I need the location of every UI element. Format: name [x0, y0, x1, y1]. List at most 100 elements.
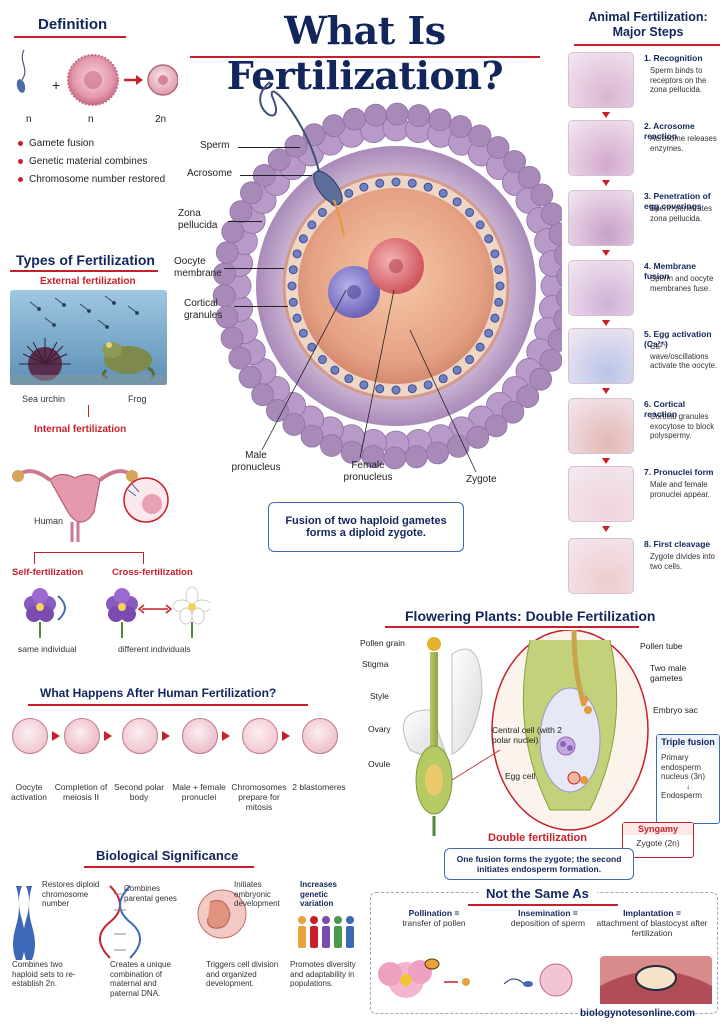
step-description: Male and female pronuclei appear. — [650, 480, 710, 499]
step-thumbnail — [568, 466, 634, 522]
stage-label: Oocyte activation — [11, 782, 47, 803]
ovule-label: Ovule — [368, 759, 391, 769]
stigma-label: Stigma — [362, 659, 389, 669]
egg-diagram — [212, 81, 562, 470]
significance-icons — [13, 885, 354, 960]
step-title: 3. Penetration of egg coverings — [644, 191, 711, 211]
not-same-desc: deposition of sperm — [510, 918, 586, 928]
cortical-granule — [475, 220, 485, 230]
step-thumbnail — [568, 190, 634, 246]
step-description: Zygote divides into two cells. — [650, 552, 716, 571]
sperm-icon — [16, 49, 26, 93]
step-title: 5. Egg activation (Ca²⁺) — [644, 329, 712, 349]
sperm-label: Sperm — [200, 140, 230, 151]
step-thumbnail — [568, 538, 634, 594]
stage-label: Male + female pronuclei — [172, 782, 226, 803]
not-same-desc: attachment of blastocyst after fertiliza… — [596, 918, 708, 939]
stage-cell-icon — [122, 718, 158, 754]
corona-cell — [343, 107, 366, 131]
style-label: Style — [370, 691, 389, 701]
corona-cell — [240, 181, 263, 205]
corona-cell — [529, 367, 552, 391]
cortical-granule — [317, 207, 327, 217]
cortical-granule — [465, 207, 475, 217]
corona-cell — [547, 328, 562, 352]
double-fertilization-label: Double fertilization — [488, 832, 587, 844]
corona-cell — [267, 148, 291, 172]
stage-label: Chromosomes prepare for mitosis — [231, 782, 287, 813]
corona-cell — [503, 150, 527, 173]
step-description: Sperm penetrates zona pellucida. — [650, 204, 712, 223]
cortical-granule — [317, 355, 327, 365]
split-line — [34, 552, 144, 564]
corona-cell — [539, 348, 562, 372]
dna-icon — [99, 885, 141, 959]
steps-heading: Animal Fertilization: Major Steps — [588, 10, 708, 39]
cortical-granule — [494, 265, 504, 275]
cortical-granule — [344, 188, 354, 198]
bullet-item: Genetic material combines — [18, 152, 165, 170]
stage-label: Second polar body — [113, 782, 165, 803]
definition-underline — [14, 36, 126, 38]
corona-cell — [553, 244, 562, 266]
cortical-granule — [490, 249, 500, 259]
acrosome-label: Acrosome — [187, 168, 233, 179]
step-item: 5. Egg activation (Ca²⁺)Ca²⁺ wave/oscill… — [568, 328, 718, 388]
corona-cell — [556, 266, 562, 287]
cortical-granule — [407, 384, 417, 394]
stage-cell-icon — [302, 718, 338, 754]
step-title: 2. Acrosome reaction — [644, 121, 695, 141]
external-label: External fertilization — [40, 276, 136, 287]
cortical-granule — [484, 328, 494, 338]
male-pronucleus-label: Male pronucleus — [231, 450, 281, 473]
cortical-granule — [292, 313, 302, 323]
step-title: 6. Cortical reaction — [644, 399, 686, 419]
not-same-item: Implantation =attachment of blastocyst a… — [596, 908, 708, 938]
svg-text:+: + — [52, 77, 60, 93]
oocyte-label: Oocyte membrane — [174, 256, 222, 279]
step-description: Sperm binds to receptors on the zona pel… — [650, 66, 707, 95]
significance-top: Restores diploid chromosome number — [42, 880, 100, 909]
arrow-down-icon — [602, 458, 610, 464]
stage-label: Completion of meiosis II — [54, 782, 108, 803]
arrow-down-icon — [602, 320, 610, 326]
corona-cell — [516, 385, 540, 408]
cortical-granule — [359, 380, 369, 390]
female-pronucleus-label: Female pronucleus — [343, 460, 393, 483]
arrow-down-icon: ↓ — [686, 781, 690, 791]
sperm-icon — [259, 81, 345, 237]
not-same-icons — [378, 956, 712, 1004]
cortical-granule — [438, 374, 448, 384]
leader-line — [240, 175, 312, 176]
two-male-gametes-label: Two male gametes — [650, 663, 687, 683]
step-thumbnail — [568, 398, 634, 454]
corona-cell — [553, 308, 562, 331]
ovule-detail — [522, 630, 618, 811]
corona-cell — [320, 434, 343, 457]
corona-cell — [540, 202, 562, 226]
not-same-heading: Not the Same As — [478, 886, 597, 901]
pollen-grain-icon — [427, 637, 441, 651]
bullet-item: Gamete fusion — [18, 134, 165, 152]
step-title: 8. First cleavage — [644, 539, 711, 549]
corona-cell — [449, 115, 472, 138]
self-fert-label: Self-fertilization — [12, 567, 84, 578]
syngamy-text: Zygote (2n) — [636, 838, 680, 848]
corona-cell — [385, 102, 409, 126]
corona-cell — [238, 365, 262, 389]
arrow-down-icon — [602, 180, 610, 186]
types-underline — [10, 270, 158, 272]
plants-heading: Flowering Plants: Double Fertilization — [405, 608, 656, 624]
syngamy-box: Syngamy Zygote (2n) — [622, 822, 694, 858]
implantation-icon — [600, 956, 712, 1004]
not-same-term: Pollination = — [408, 908, 460, 918]
corona-cell — [229, 200, 253, 224]
corona-cell — [428, 108, 452, 132]
cortical-granule — [452, 365, 462, 375]
stage-label: 2 blastomeres — [292, 782, 346, 792]
footer-url: biologynotesonline.com — [580, 1008, 696, 1019]
cortical-label: Cortical granules — [184, 298, 223, 321]
title-underline — [190, 56, 540, 58]
uterus-icon — [12, 469, 138, 542]
